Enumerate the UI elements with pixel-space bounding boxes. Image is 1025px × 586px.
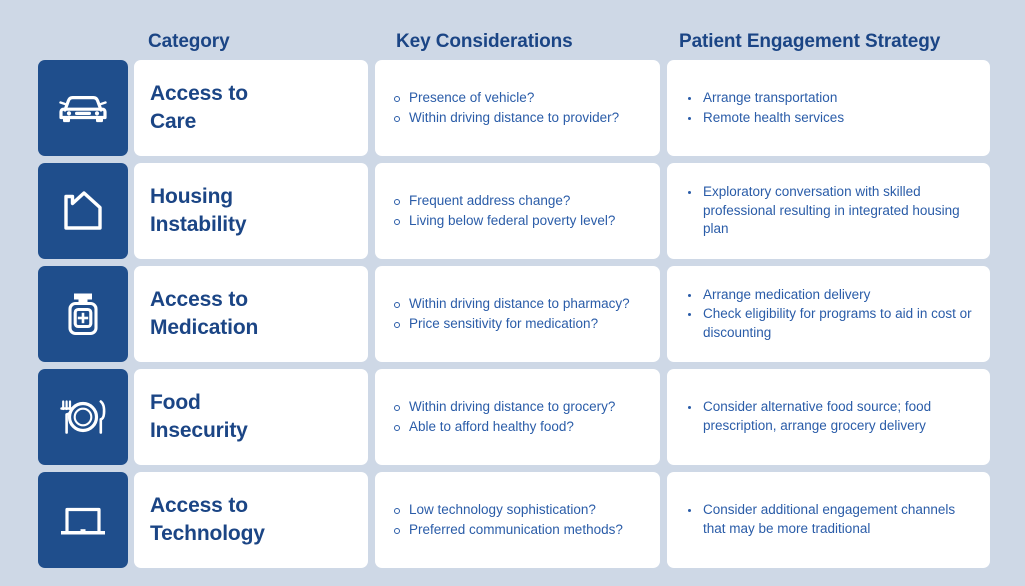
list-item: Exploratory conversation with skilled pr… xyxy=(683,183,974,239)
strategy-cell: Consider alternative food source; food p… xyxy=(667,369,990,465)
table-row: Access to Technology Low technology sophis… xyxy=(38,472,990,568)
category-label-line: Food xyxy=(150,391,201,415)
key-considerations-cell: Presence of vehicle?Within driving dista… xyxy=(375,60,660,156)
strategy-list: Consider additional engagement channels … xyxy=(683,501,974,538)
key-considerations-cell: Within driving distance to pharmacy?Pric… xyxy=(375,266,660,362)
list-item: Arrange transportation xyxy=(683,89,844,108)
strategy-list: Consider alternative food source; food p… xyxy=(683,398,974,435)
list-item: Consider alternative food source; food p… xyxy=(683,398,974,435)
category-label-line: Access to xyxy=(150,82,248,106)
key-considerations-list: Within driving distance to grocery?Able … xyxy=(391,398,615,436)
strategy-list: Exploratory conversation with skilled pr… xyxy=(683,183,974,239)
category-label-line: Care xyxy=(150,110,197,133)
list-item: Living below federal poverty level? xyxy=(391,212,615,231)
strategy-cell: Exploratory conversation with skilled pr… xyxy=(667,163,990,259)
table-header: Category Key Considerations Patient Enga… xyxy=(0,0,1025,60)
category-label-line: Medication xyxy=(150,316,259,339)
key-considerations-list: Low technology sophistication?Preferred … xyxy=(391,501,623,539)
key-considerations-cell: Within driving distance to grocery?Able … xyxy=(375,369,660,465)
list-item: Frequent address change? xyxy=(391,192,615,211)
category-label-line: Housing xyxy=(150,185,233,209)
list-item: Price sensitivity for medication? xyxy=(391,315,630,334)
list-item: Able to afford healthy food? xyxy=(391,418,615,437)
category-label-line: Access to xyxy=(150,494,248,518)
list-item: Within driving distance to pharmacy? xyxy=(391,295,630,314)
header-patient-engagement-strategy: Patient Engagement Strategy xyxy=(679,31,941,52)
list-item: Check eligibility for programs to aid in… xyxy=(683,305,974,342)
category-label-line: Insecurity xyxy=(150,419,248,442)
category-label-line: Technology xyxy=(150,522,265,545)
list-item: Within driving distance to grocery? xyxy=(391,398,615,417)
house-icon xyxy=(60,188,106,234)
key-considerations-cell: Frequent address change?Living below fed… xyxy=(375,163,660,259)
key-considerations-list: Frequent address change?Living below fed… xyxy=(391,192,615,230)
category-label-line: Access to xyxy=(150,288,248,312)
header-key-considerations: Key Considerations xyxy=(396,31,573,52)
icon-tile-house xyxy=(38,163,128,259)
list-item: Arrange medication delivery xyxy=(683,286,974,305)
laptop-icon xyxy=(57,501,109,539)
list-item: Consider additional engagement channels … xyxy=(683,501,974,538)
icon-tile-car xyxy=(38,60,128,156)
icon-tile-laptop xyxy=(38,472,128,568)
car-icon xyxy=(57,88,109,128)
table-row: Access to Care Presence of vehicle?Within … xyxy=(38,60,990,156)
category-label: Access to Care xyxy=(150,80,248,135)
list-item: Preferred communication methods? xyxy=(391,521,623,540)
icon-tile-plate-cutlery xyxy=(38,369,128,465)
icon-tile-medicine-bottle xyxy=(38,266,128,362)
list-item: Low technology sophistication? xyxy=(391,501,623,520)
category-cell: Access to Medication xyxy=(134,266,368,362)
medicine-bottle-icon xyxy=(63,290,103,338)
key-considerations-list: Presence of vehicle?Within driving dista… xyxy=(391,89,619,127)
key-considerations-cell: Low technology sophistication?Preferred … xyxy=(375,472,660,568)
key-considerations-list: Within driving distance to pharmacy?Pric… xyxy=(391,295,630,333)
category-label: Access to Medication xyxy=(150,286,258,341)
strategy-cell: Consider additional engagement channels … xyxy=(667,472,990,568)
header-category: Category xyxy=(148,31,230,52)
category-cell: Access to Care xyxy=(134,60,368,156)
list-item: Remote health services xyxy=(683,109,844,128)
category-cell: Access to Technology xyxy=(134,472,368,568)
table-row: Access to Medication Within driving distan… xyxy=(38,266,990,362)
list-item: Presence of vehicle? xyxy=(391,89,619,108)
category-label: Access to Technology xyxy=(150,492,265,547)
category-label-line: Instability xyxy=(150,213,247,236)
plate-cutlery-icon xyxy=(57,395,109,439)
list-item: Within driving distance to provider? xyxy=(391,109,619,128)
